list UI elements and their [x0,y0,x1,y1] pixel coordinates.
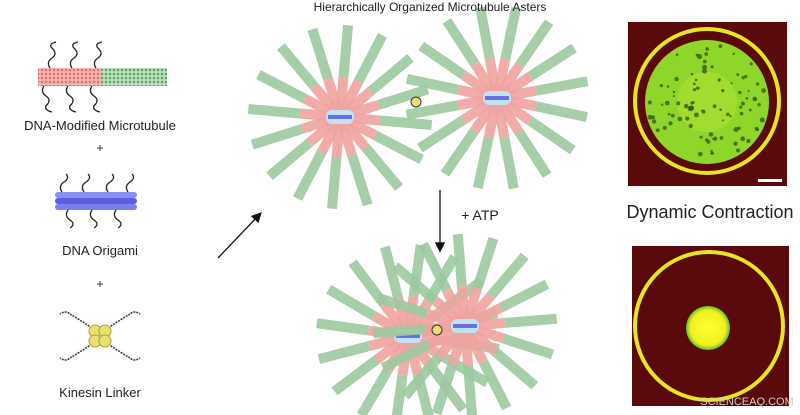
atp-label: + ATP [461,207,499,223]
microtubule-asters [247,6,589,415]
dna-modified-microtubule-illustration [38,41,167,113]
contracted-aster-2 [372,233,558,415]
dna-origami-illustration [55,173,137,229]
microtubule-ray [338,33,387,114]
microtubule-ray [440,100,498,177]
microtubule-ray [472,102,501,190]
scale-bar [758,179,782,182]
micrograph-after [632,246,789,406]
dynamic-contraction-label: Dynamic Contraction [626,202,794,222]
kinesin-link [410,96,422,108]
origami-label: DNA Origami [62,243,138,258]
micrograph-before [628,22,787,186]
kinesin-link [431,324,443,336]
plus-sign-2: + [96,277,104,291]
kinesin-label: Kinesin Linker [59,385,141,400]
microtubule-ray [493,6,522,94]
microtubule-ray [496,19,554,96]
kinesin-linker-illustration [59,311,141,361]
microtubule-label: DNA-Modified Microtubule [24,118,176,133]
plus-sign-1: + [96,141,104,155]
microtubule-ray [462,236,499,322]
assembly-arrow [217,212,262,259]
aster-2 [405,6,589,190]
microtubule-ray [293,120,342,201]
microtubule-ray [470,313,558,331]
diagram-title: Hierarchically Organized Microtubule Ast… [313,0,547,14]
watermark: SCIENCEAQ.COM [700,396,794,408]
aster-1 [247,24,433,210]
microtubule-ray [431,330,468,415]
